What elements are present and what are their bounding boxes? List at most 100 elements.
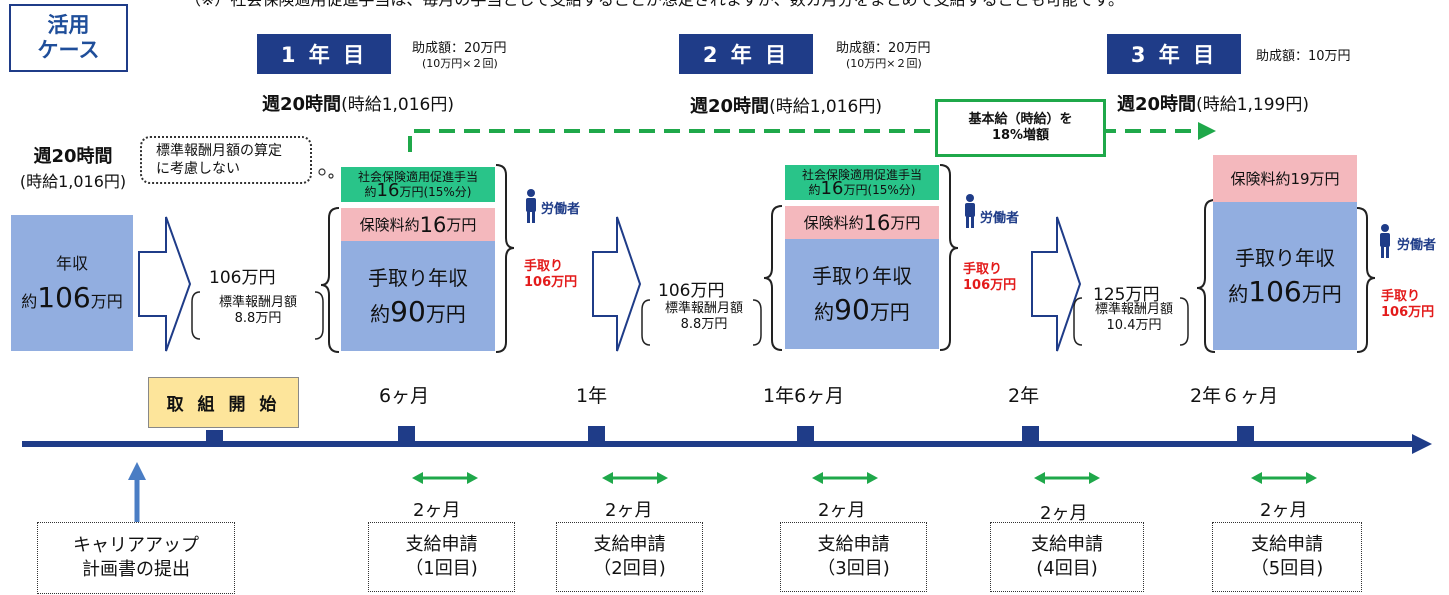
duration-label: 2ヶ月 (818, 500, 866, 521)
block2-take-line1: 手取り (963, 262, 1003, 277)
raise-box: 基本給（時給）を 18%増額 (935, 99, 1106, 157)
timeline-marker (588, 426, 605, 443)
left-brace (763, 205, 783, 351)
flow-arrow-icon (138, 216, 192, 352)
block2-allowance-unit: 万円(15%分) (843, 183, 916, 197)
block3-takehome-label: 手取り年収 (1235, 246, 1335, 270)
block2-takehome-callout: 手取り 106万円 (963, 262, 1016, 294)
block2-takehome-value: 90 (834, 293, 870, 326)
year3-hours: 週20時間(時給1,199円) (1117, 90, 1309, 116)
year3-hours-wage: (時給1,199円) (1196, 95, 1309, 115)
right-brace (1356, 207, 1376, 353)
block2-standard-pay: 標準報酬月額 8.8万円 (649, 301, 759, 333)
case-label-line1: 活用 (47, 13, 90, 37)
year2-hours-bold: 週20時間 (690, 96, 770, 117)
timeline-marker (1237, 426, 1254, 443)
raise-arrowhead-icon (1198, 122, 1216, 140)
block1-worker-label: 労働者 (541, 202, 581, 217)
footnote: （※）社会保険適用促進手当は、毎月の手当として支給することが想定されますが、数カ… (185, 0, 1124, 10)
left-brace (1196, 199, 1216, 353)
application-5-round: （5回目) (1250, 558, 1324, 579)
application-2-round: （2回目) (593, 558, 666, 579)
block2-allowance: 社会保険適用促進手当 約16万円(15%分) (785, 165, 939, 200)
application-box-4: 支給申請 (4回目) (990, 522, 1144, 592)
duration-label: 2ヶ月 (413, 500, 461, 521)
initial-hours: 週20時間 (時給1,016円) (10, 142, 136, 192)
arrowhead (412, 472, 423, 484)
block3-worker-label: 労働者 (1397, 238, 1437, 253)
case-label-line2: ケース (37, 38, 100, 62)
block3-takehome-prefix: 約 (1228, 282, 1249, 306)
arrowhead (867, 472, 878, 484)
arrowhead (1034, 472, 1045, 484)
initial-hours-bold: 週20時間 (33, 146, 113, 167)
tick-1year: 1年 (576, 385, 608, 407)
block2-allowance-prefix: 約 (808, 183, 821, 197)
raise-dashed-line (408, 129, 935, 152)
block2-allowance-label: 社会保険適用促進手当 (801, 168, 922, 182)
block1-standard-pay: 標準報酬月額 8.8万円 (202, 295, 314, 327)
tick-6months: 6ヶ月 (379, 385, 430, 407)
block2-takehome-unit: 万円 (869, 300, 910, 324)
year2-grant-detail: (10万円×２回) (846, 57, 922, 70)
block2-premium-prefix: 保険料約 (803, 214, 864, 232)
timeline-marker (797, 426, 814, 443)
paren-right (752, 299, 762, 346)
arrowhead (602, 472, 613, 484)
flow-arrow-icon (592, 216, 642, 352)
block3-income: 125万円 (1093, 285, 1160, 305)
block3-takehome-unit: 万円 (1301, 282, 1342, 306)
callout-line1: 標準報酬月額の算定 (156, 143, 282, 159)
block3-takehome-value: 106 (1248, 275, 1302, 308)
right-brace (495, 164, 515, 353)
block2-income: 106万円 (658, 281, 725, 301)
block1-take-line1: 手取り (524, 259, 564, 274)
year1-grant: 助成額：20万円 (10万円×２回) (412, 41, 507, 71)
block2-takehome-prefix: 約 (814, 300, 835, 324)
initial-income-label: 年収 (55, 254, 88, 273)
paren-left (1073, 297, 1083, 346)
year1-grant-amount: 助成額：20万円 (412, 41, 507, 56)
block1-takehome-value: 90 (390, 295, 426, 328)
raise-box-line1: 基本給（時給）を (968, 112, 1073, 127)
application-3-round: （3回目) (817, 558, 890, 579)
block1-allowance: 社会保険適用促進手当 約16万円(15%分) (341, 167, 495, 202)
paren-left (641, 299, 651, 346)
block3-takehome-callout: 手取り 106万円 (1381, 289, 1434, 321)
year3-hours-bold: 週20時間 (1117, 94, 1197, 115)
duration-label: 2ヶ月 (1040, 503, 1088, 524)
block1-allowance-label: 社会保険適用促進手当 (357, 170, 478, 184)
block1-take-line2: 106万円 (524, 275, 578, 290)
block2-takehome-label: 手取り年収 (812, 264, 912, 288)
timeline-marker (1022, 426, 1039, 443)
callout-tail-dot (318, 168, 326, 176)
block1-premium-value: 16 (419, 212, 447, 237)
year1-header: 1 年 目 (257, 34, 391, 74)
block3-standard-label: 標準報酬月額 (1094, 302, 1173, 317)
start-label: 取 組 開 始 (148, 377, 299, 428)
left-brace (320, 207, 340, 353)
year3-header: 3 年 目 (1107, 34, 1241, 74)
initial-income-unit: 万円 (90, 292, 123, 311)
block3-premium-unit: 19万円 (1290, 170, 1340, 188)
block2-standard-label: 標準報酬月額 (664, 301, 743, 316)
year2-header: 2 年 目 (679, 34, 813, 74)
arrowhead (657, 472, 668, 484)
year1-hours: 週20時間(時給1,016円) (262, 90, 454, 116)
block1-allowance-value: 16 (376, 180, 400, 201)
block2-premium-value: 16 (863, 210, 891, 235)
career-plan-line2: 計画書の提出 (82, 559, 190, 580)
application-2-label: 支給申請 (593, 534, 666, 555)
block1-takehome: 手取り年収 約90万円 (341, 241, 495, 351)
initial-hours-wage: (時給1,016円) (19, 172, 127, 191)
block2-standard-value: 8.8万円 (680, 317, 728, 332)
block3-standard-value: 10.4万円 (1106, 318, 1162, 333)
initial-income-prefix: 約 (21, 292, 38, 311)
block3-standard-pay: 標準報酬月額 10.4万円 (1081, 302, 1187, 334)
callout-line2: に考慮しない (156, 161, 240, 177)
year1-hours-bold: 週20時間 (262, 94, 342, 115)
application-1-label: 支給申請 (405, 534, 478, 555)
year2-hours-wage: (時給1,016円) (769, 97, 882, 117)
block1-allowance-prefix: 約 (364, 185, 377, 199)
